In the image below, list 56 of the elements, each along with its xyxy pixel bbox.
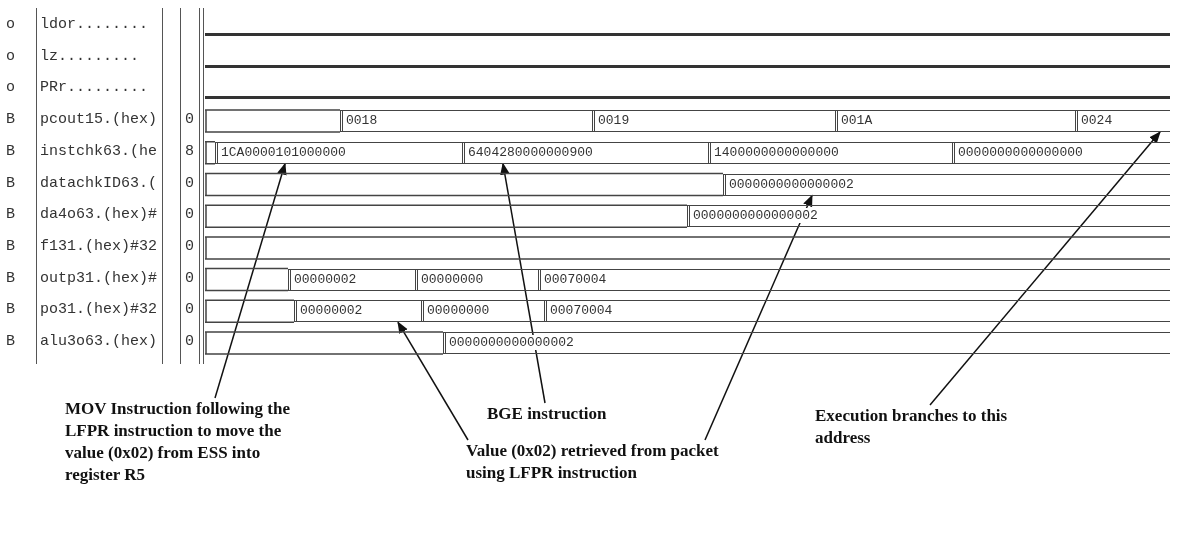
bus-value: 00000002 [288,268,415,291]
initial-value: 0 [185,333,194,350]
callout-text: MOV Instruction following the LFPR instruction to move the value (0x02) from ESS into register R5 [65,398,315,486]
initial-value: 0 [185,111,194,129]
bus-value: 0000000000000002 [687,205,1170,228]
leader-arrow [704,194,813,441]
callout-text: Execution branches to this address [815,405,1015,449]
bus-value: 0000000000000002 [443,332,1170,354]
signal-name: lz......... [40,47,140,65]
signal-name: po31.(hex)#32 [40,301,158,319]
signal-type-letter: o [6,79,15,97]
signal-name: datachkID63.( [40,174,158,192]
leader-arrow [929,131,1161,406]
bus-value: 1CA0000101000000 [215,141,462,164]
signal-type-letter: B [6,301,15,319]
callout-text: BGE instruction [487,403,637,425]
bus-value: 00070004 [538,268,1170,291]
signal-type-letter: o [6,47,15,65]
signal-name: PRr......... [40,79,149,97]
initial-value: 0 [185,206,194,224]
initial-value: 8 [185,142,194,160]
bus-value: 001A [835,110,1075,133]
signal-name: instchk63.(he [40,142,158,160]
leader-arrow [500,162,546,404]
signal-type-letter: B [6,269,15,287]
bus-value: 0000000000000000 [952,141,1170,164]
signal-name: da4o63.(hex)# [40,206,158,224]
initial-value: 0 [185,237,194,255]
bus-value: 0019 [592,110,835,133]
signal-type-letter: o [6,16,15,33]
signal-name: outp31.(hex)# [40,269,158,287]
signal-type-letter: B [6,111,15,129]
leader-arrow [214,162,287,399]
bus-value: 00070004 [544,300,1170,323]
callout-text: Value (0x02) retrieved from packet using LFPR instruction [466,440,736,484]
signal-type-letter: B [6,206,15,224]
initial-value: 0 [185,301,194,319]
signal-name: alu3o63.(hex) [40,333,158,350]
signal-name: f131.(hex)#32 [40,237,158,255]
initial-value: 0 [185,174,194,192]
bus-value: 0024 [1075,110,1170,133]
bus-value: 6404280000000900 [462,141,708,164]
signal-name: ldor........ [40,16,149,33]
bus-value: 1400000000000000 [708,141,952,164]
bus-value: 0000000000000002 [723,173,1170,196]
signal-type-letter: B [6,174,15,192]
initial-value: 0 [185,269,194,287]
bus-value: 00000000 [415,268,538,291]
bus-value: 00000000 [421,300,544,323]
signal-type-letter: B [6,333,15,350]
bus-value: 0018 [340,110,592,133]
signal-type-letter: B [6,142,15,160]
signal-type-letter: B [6,237,15,255]
leader-arrow [397,321,469,441]
signal-name: pcout15.(hex) [40,111,158,129]
bus-value: 00000002 [294,300,421,323]
